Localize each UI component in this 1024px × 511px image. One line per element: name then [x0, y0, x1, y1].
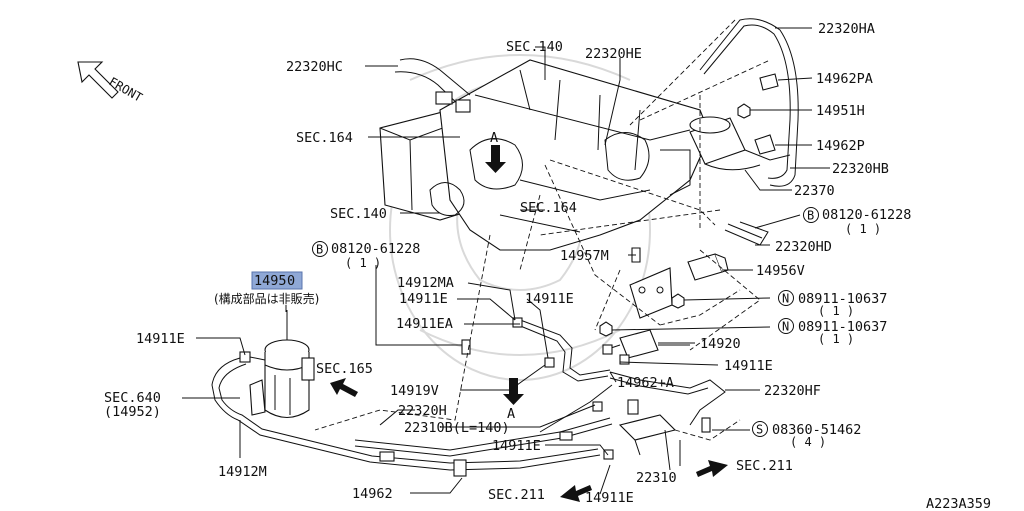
hose-22320H: [354, 417, 613, 462]
clamps: [239, 317, 711, 477]
nut-symbol-icon: [778, 290, 794, 306]
label-nut1-qty: ( 1 ): [818, 304, 854, 318]
label-22310[interactable]: 22310: [636, 470, 677, 486]
label-14951H[interactable]: 14951H: [816, 103, 865, 119]
label-sec211-bottom[interactable]: SEC.211: [488, 487, 545, 503]
label-sec164-left[interactable]: SEC.164: [296, 130, 353, 146]
label-14912MA[interactable]: 14912MA: [397, 275, 454, 291]
nuts-08911: [599, 293, 685, 337]
view-a-bottom-label: A: [507, 406, 515, 422]
view-a-arrow-top-icon: [485, 145, 506, 173]
label-14950-tail[interactable]: 0: [287, 273, 295, 289]
label-14911E-e[interactable]: 14911E: [492, 438, 541, 454]
bolt-symbol-icon: [312, 241, 328, 257]
part-14950-highlight: [251, 271, 303, 290]
front-arrow-icon: [77, 61, 119, 99]
label-14911EA[interactable]: 14911EA: [396, 316, 453, 332]
label-14962[interactable]: 14962: [352, 486, 393, 502]
nut-14951H: [737, 103, 751, 119]
valve-14920: [604, 329, 690, 359]
engine-block: [379, 58, 711, 251]
label-14950-note: (構成部品は非販売): [214, 291, 319, 306]
label-14962PA[interactable]: 14962PA: [816, 71, 873, 87]
view-a-top-label: A: [490, 130, 498, 146]
nut-symbol-letter: N: [782, 292, 789, 306]
sec165-arrow-icon: [330, 378, 358, 397]
fuel-rail-22310: [618, 414, 677, 471]
label-22320HC[interactable]: 22320HC: [286, 59, 343, 75]
sec211-bottom-arrow-icon: [560, 485, 592, 502]
clip-14962P: [754, 134, 776, 155]
label-14962P[interactable]: 14962P: [816, 138, 865, 154]
sec211-right-arrow-icon: [696, 460, 728, 477]
canister-14950: [239, 310, 315, 419]
label-14956V[interactable]: 14956V: [756, 263, 805, 279]
screw-symbol-letter: S: [756, 423, 763, 437]
label-bolt2-qty: ( 1 ): [345, 256, 381, 270]
label-screw-qty: ( 4 ): [790, 435, 826, 449]
label-bolt1-number[interactable]: 08120-61228: [822, 207, 911, 223]
solenoid-14956V: [687, 253, 729, 281]
label-14911E-b[interactable]: 14911E: [525, 291, 574, 307]
label-sec640[interactable]: SEC.640: [104, 390, 161, 406]
label-bolt2-number[interactable]: 08120-61228: [331, 241, 420, 257]
label-22320HF[interactable]: 22320HF: [764, 383, 821, 399]
leader-lines: [182, 27, 830, 495]
label-bolt1-qty: ( 1 ): [845, 222, 881, 236]
label-sec164-mid[interactable]: SEC.164: [520, 200, 577, 216]
label-sec165[interactable]: SEC.165: [316, 361, 373, 377]
label-14919V[interactable]: 14919V: [390, 383, 439, 399]
label-14957M[interactable]: 14957M: [560, 248, 609, 264]
label-14911E-d[interactable]: 14911E: [724, 358, 773, 374]
label-14911E-a[interactable]: 14911E: [399, 291, 448, 307]
label-14962A[interactable]: 14962+A: [617, 375, 674, 391]
label-14911E-f[interactable]: 14911E: [585, 490, 634, 506]
label-sec211-right[interactable]: SEC.211: [736, 458, 793, 474]
label-22320HB[interactable]: 22320HB: [832, 161, 889, 177]
hose-14912M: [211, 357, 601, 471]
label-22320HA[interactable]: 22320HA: [818, 21, 875, 37]
label-nut2-qty: ( 1 ): [818, 332, 854, 346]
label-screw-number[interactable]: 08360-51462: [772, 422, 861, 438]
label-22320H[interactable]: 22320H: [398, 403, 447, 419]
label-22320HE[interactable]: 22320HE: [585, 46, 642, 62]
front-label: FRONT: [107, 74, 145, 104]
bolt-symbol-letter: B: [316, 243, 323, 257]
hose-22320HA: [699, 18, 799, 187]
label-22370[interactable]: 22370: [794, 183, 835, 199]
nut-symbol-letter: N: [782, 320, 789, 334]
label-14950-highlighted[interactable]: 1495: [254, 273, 287, 289]
bracket-14957M: [629, 267, 673, 319]
canister-22370: [689, 116, 791, 171]
label-14911E-c[interactable]: 14911E: [136, 331, 185, 347]
label-sec140-left[interactable]: SEC.140: [330, 206, 387, 222]
hose-14912MA: [514, 317, 611, 382]
label-14912M[interactable]: 14912M: [218, 464, 267, 480]
diagram-id: A223A359: [926, 496, 991, 511]
fitting-14962PA: [759, 73, 779, 91]
bolt-symbol-icon: [803, 207, 819, 223]
view-a-arrow-bottom-icon: [503, 378, 524, 405]
label-22320HD[interactable]: 22320HD: [775, 239, 832, 255]
dashed-guides: [314, 19, 771, 441]
label-14952[interactable]: (14952): [104, 404, 161, 420]
label-14920[interactable]: 14920: [700, 336, 741, 352]
label-nut1-number[interactable]: 08911-10637: [798, 291, 887, 307]
pipe-22310B: [539, 384, 613, 433]
nut-symbol-icon: [778, 318, 794, 334]
hose-22320HF: [609, 371, 726, 426]
hose-22320HD: [724, 221, 769, 246]
screw-symbol-icon: [752, 421, 768, 437]
label-sec140-top[interactable]: SEC.140: [506, 39, 563, 55]
label-22310B[interactable]: 22310B(L=140): [404, 420, 510, 436]
label-nut2-number[interactable]: 08911-10637: [798, 319, 887, 335]
bolt-symbol-letter: B: [807, 209, 814, 223]
